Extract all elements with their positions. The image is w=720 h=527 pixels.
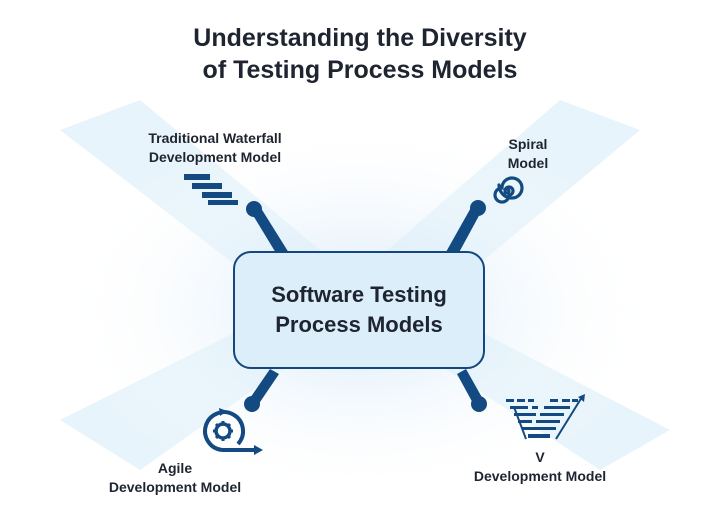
v-model-icon: [506, 394, 585, 440]
central-node: Software Testing Process Models: [233, 251, 485, 369]
central-node-line-2: Process Models: [275, 312, 443, 337]
agile-model-label: Agile Development Model: [108, 460, 242, 495]
connector-agile: [244, 369, 279, 412]
connector-spiral: [446, 200, 486, 258]
diagram-title: Understanding the Diversity of Testing P…: [0, 22, 720, 86]
agile-cycle-gear-icon: [203, 408, 263, 455]
title-line-1: Understanding the Diversity: [193, 24, 527, 52]
connector-v: [457, 369, 487, 412]
waterfall-model-label: Traditional Waterfall Development Model: [148, 130, 282, 165]
title-line-2: of Testing Process Models: [202, 56, 518, 84]
spiral-model-label: Spiral Model: [507, 136, 549, 171]
waterfall-steps-icon: [184, 174, 238, 205]
spiral-icon: [493, 176, 524, 204]
connector-waterfall: [246, 201, 289, 258]
v-model-label: V Development Model: [473, 449, 607, 484]
central-node-line-1: Software Testing: [271, 282, 447, 307]
